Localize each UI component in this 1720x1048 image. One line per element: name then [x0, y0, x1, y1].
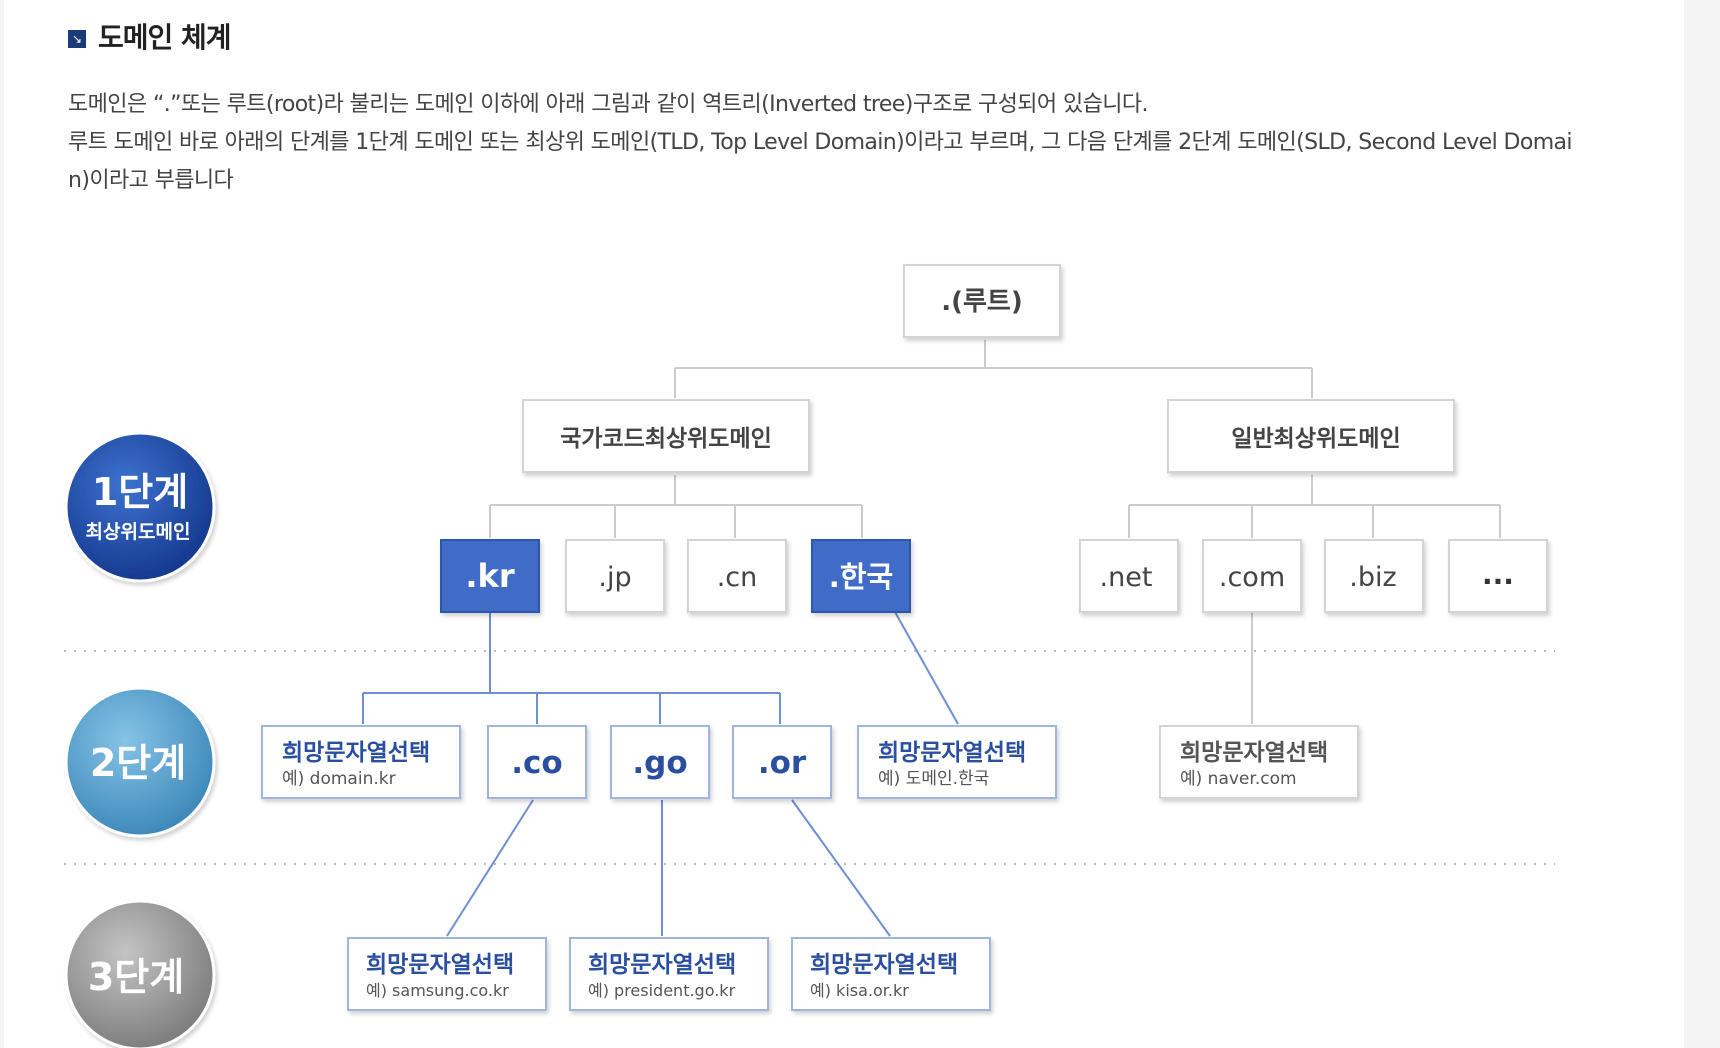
root-label: .(루트): [941, 287, 1022, 317]
sld-choice-com: 희망문자열선택 예) naver.com: [1159, 725, 1359, 799]
third-choice-or-example: 예) kisa.or.kr: [810, 981, 909, 1000]
sld-choice-com-label: 희망문자열선택: [1180, 740, 1328, 766]
level-badge-1: 1단계 최상위도메인: [64, 431, 216, 583]
sld-choice-kr-example: 예) domain.kr: [282, 769, 396, 789]
third-choice-co-label: 희망문자열선택: [366, 952, 514, 978]
tld-node-hanguk: .한국: [811, 539, 911, 613]
sld-choice-kr: 희망문자열선택 예) domain.kr: [261, 725, 461, 799]
sld-or-label: .or: [758, 745, 807, 781]
third-choice-go: 희망문자열선택 예) president.go.kr: [569, 937, 769, 1011]
tld-node-net: .net: [1079, 539, 1179, 613]
tld-kr-label: .kr: [465, 557, 514, 595]
tld-more-label: ...: [1482, 558, 1514, 591]
sld-node-go: .go: [610, 725, 710, 799]
tld-node-kr: .kr: [440, 539, 540, 613]
sld-choice-hanguk: 희망문자열선택 예) 도메인.한국: [857, 725, 1057, 799]
description-line-3: n)이라고 부릅니다: [68, 168, 234, 193]
tld-com-label: .com: [1219, 562, 1285, 593]
sld-co-label: .co: [511, 745, 562, 781]
tld-cn-label: .cn: [717, 562, 758, 593]
description-line-1: 도메인은 “.”또는 루트(root)라 불리는 도메인 이하에 아래 그림과 …: [68, 92, 1149, 117]
root-node: .(루트): [903, 264, 1061, 338]
third-choice-co: 희망문자열선택 예) samsung.co.kr: [347, 937, 547, 1011]
third-choice-or: 희망문자열선택 예) kisa.or.kr: [791, 937, 991, 1011]
third-choice-go-example: 예) president.go.kr: [588, 981, 736, 1000]
country-tld-group: 국가코드최상위도메인: [522, 399, 810, 473]
level-1-title: 1단계: [92, 470, 188, 514]
sld-choice-hanguk-label: 희망문자열선택: [878, 740, 1026, 766]
level-3-title: 3단계: [88, 955, 184, 999]
generic-tld-group: 일반최상위도메인: [1167, 399, 1455, 473]
third-choice-or-label: 희망문자열선택: [810, 952, 958, 978]
sld-choice-com-example: 예) naver.com: [1180, 769, 1297, 789]
sld-go-label: .go: [632, 745, 687, 781]
generic-tld-label: 일반최상위도메인: [1231, 426, 1400, 452]
country-tld-label: 국가코드최상위도메인: [560, 426, 772, 452]
sld-node-or: .or: [732, 725, 832, 799]
level-badge-2: 2단계: [64, 686, 216, 838]
tld-node-com: .com: [1202, 539, 1302, 613]
sld-choice-kr-label: 희망문자열선택: [282, 740, 430, 766]
sld-choice-hanguk-example: 예) 도메인.한국: [878, 769, 989, 789]
arrow-down-right-icon: ↘: [68, 30, 86, 48]
tld-jp-label: .jp: [598, 562, 631, 593]
level-badge-3: 3단계: [64, 899, 216, 1048]
third-choice-co-example: 예) samsung.co.kr: [366, 981, 509, 1000]
tree-connectors-highlight: [362, 611, 959, 937]
tld-net-label: .net: [1100, 562, 1153, 593]
tld-biz-label: .biz: [1349, 562, 1396, 593]
section-title: 도메인 체계: [98, 21, 232, 54]
section-header: ↘ 도메인 체계: [68, 16, 232, 56]
tld-hanguk-label: .한국: [829, 560, 893, 594]
tree-connectors: [489, 340, 1501, 724]
tld-node-more: ...: [1448, 539, 1548, 613]
description-line-2: 루트 도메인 바로 아래의 단계를 1단계 도메인 또는 최상위 도메인(TLD…: [68, 130, 1573, 155]
description: 도메인은 “.”또는 루트(root)라 불리는 도메인 이하에 아래 그림과 …: [68, 86, 1628, 200]
tld-node-cn: .cn: [687, 539, 787, 613]
sld-node-co: .co: [487, 725, 587, 799]
level-2-title: 2단계: [90, 741, 186, 785]
tld-node-biz: .biz: [1324, 539, 1424, 613]
third-choice-go-label: 희망문자열선택: [588, 952, 736, 978]
level-1-subtitle: 최상위도메인: [86, 521, 191, 543]
tld-node-jp: .jp: [565, 539, 665, 613]
